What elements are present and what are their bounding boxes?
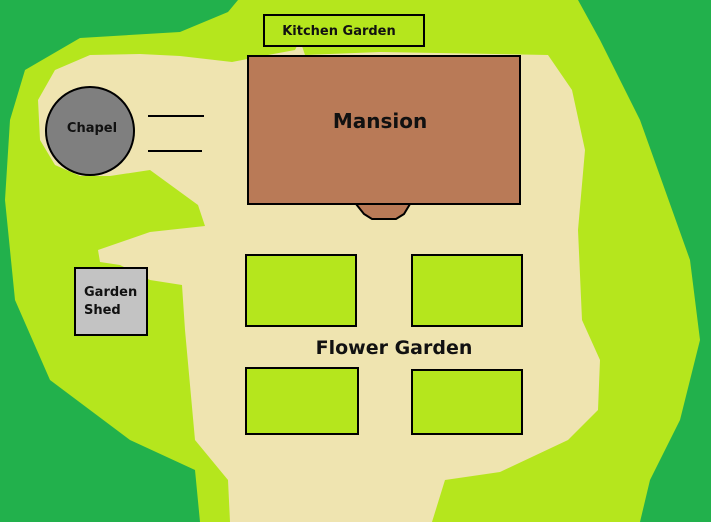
garden-shed-building: [74, 267, 148, 336]
garden-shed-label-line1: Garden: [84, 285, 137, 300]
flower-garden-label: Flower Garden: [316, 337, 473, 359]
flower-bed: [411, 369, 523, 435]
mansion-building: [247, 55, 521, 205]
chapel-label: Chapel: [67, 121, 117, 136]
flower-bed: [245, 367, 359, 435]
kitchen-garden-label: Kitchen Garden: [282, 24, 396, 39]
mansion-label: Mansion: [333, 109, 427, 133]
chapel-building: [45, 86, 135, 176]
mansion-entrance: [353, 203, 412, 220]
garden-shed-label-line2: Shed: [84, 303, 121, 318]
flower-bed: [411, 254, 523, 327]
flower-bed: [245, 254, 357, 327]
kitchen-garden-plot: [263, 14, 425, 47]
